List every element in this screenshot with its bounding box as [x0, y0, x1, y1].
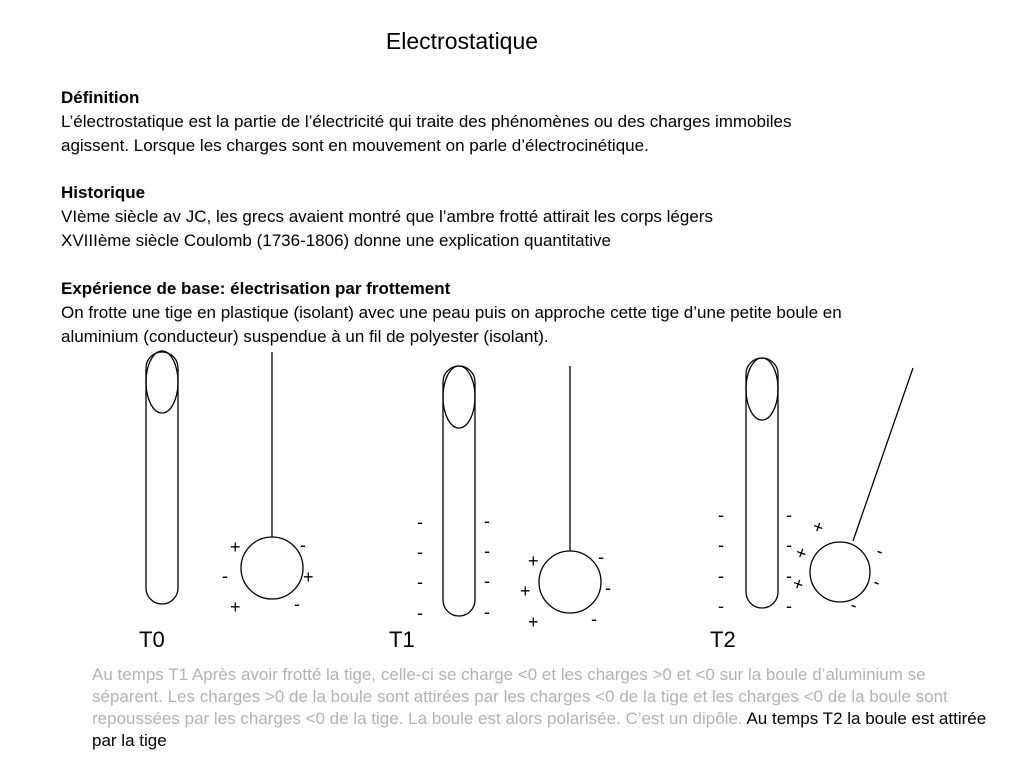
ball-t2 [809, 541, 871, 603]
experiment-diagram: + - - + + - - - - - - - - - + + + - - - … [139, 350, 914, 652]
charge-minus: - [484, 541, 490, 561]
charge-minus: - [484, 571, 490, 591]
experience-heading: Expérience de base: électrisation par fr… [61, 279, 451, 298]
charges-t2: - - - - - - - - + + + - - - [718, 505, 886, 616]
rod-t2 [745, 357, 779, 609]
charge-minus: - [417, 572, 423, 592]
charge-minus: - [786, 535, 792, 555]
charge-minus: - [871, 572, 883, 593]
charge-minus: - [848, 595, 860, 616]
ball-t1 [538, 550, 602, 614]
charge-minus: - [605, 578, 611, 598]
historique-line-2: XVIIIème siècle Coulomb (1736-1806) donn… [61, 231, 612, 250]
charge-minus: - [222, 566, 228, 586]
charge-plus: + [520, 581, 531, 601]
charge-minus: - [417, 603, 423, 623]
charge-plus: + [303, 567, 314, 587]
experience-section: Expérience de base: électrisation par fr… [61, 277, 991, 349]
definition-section: Définition L’électrostatique est la part… [61, 86, 991, 158]
charge-minus: - [591, 609, 597, 629]
definition-line-1: L’électrostatique est la partie de l’éle… [61, 112, 792, 131]
caption-t2-explanation: Au temps T2 la boule est attirée par la … [92, 709, 987, 750]
charge-minus: - [417, 512, 423, 532]
rod-tip-t2 [745, 357, 779, 421]
charge-minus: - [786, 566, 792, 586]
ball-t0 [240, 536, 304, 600]
charge-plus: + [230, 597, 241, 617]
rod-t0 [145, 351, 179, 605]
charge-minus: - [484, 602, 490, 622]
charge-minus: - [417, 542, 423, 562]
charge-plus: + [528, 551, 539, 571]
charge-minus: - [598, 547, 604, 567]
charges-t0: + - - + + - [222, 535, 314, 617]
page-title-text: Electrostatique [385, 28, 539, 54]
page-title: Electrostatique [0, 28, 1024, 55]
charge-minus: - [718, 566, 724, 586]
experience-line-2: aluminium (conducteur) suspendue à un fi… [61, 327, 549, 346]
thread-t2 [852, 367, 914, 542]
charge-minus: - [294, 594, 300, 614]
charge-plus: + [810, 516, 827, 538]
label-t1: T1 [389, 627, 415, 652]
rod-tip-t0 [145, 350, 179, 414]
charge-minus: - [718, 596, 724, 616]
charge-minus: - [786, 505, 792, 525]
definition-heading: Définition [61, 88, 140, 107]
historique-section: Historique VIème siècle av JC, les grecs… [61, 181, 991, 253]
caption-t1-explanation: Au temps T1 Après avoir frotté la tige, … [92, 665, 948, 728]
charge-plus: + [528, 612, 539, 632]
charge-minus: - [718, 505, 724, 525]
charge-plus: + [230, 537, 241, 557]
label-t0: T0 [139, 627, 165, 652]
charge-minus: - [874, 541, 886, 562]
label-t2: T2 [710, 627, 736, 652]
charge-plus: + [793, 542, 810, 564]
rod-tip-t1 [442, 365, 476, 429]
historique-heading: Historique [61, 183, 146, 202]
charge-plus: + [790, 573, 807, 595]
charge-minus: - [484, 511, 490, 531]
experience-line-1: On frotte une tige en plastique (isolant… [61, 303, 842, 322]
charge-minus: - [300, 535, 306, 555]
charge-minus: - [786, 596, 792, 616]
charges-t1: - - - - - - - - + + + - - - [417, 511, 611, 632]
caption: Au temps T1 Après avoir frotté la tige, … [92, 664, 987, 752]
definition-line-2: agissent. Lorsque les charges sont en mo… [61, 136, 649, 155]
historique-line-1: VIème siècle av JC, les grecs avaient mo… [61, 207, 713, 226]
rod-t1 [442, 365, 476, 617]
charge-minus: - [718, 535, 724, 555]
